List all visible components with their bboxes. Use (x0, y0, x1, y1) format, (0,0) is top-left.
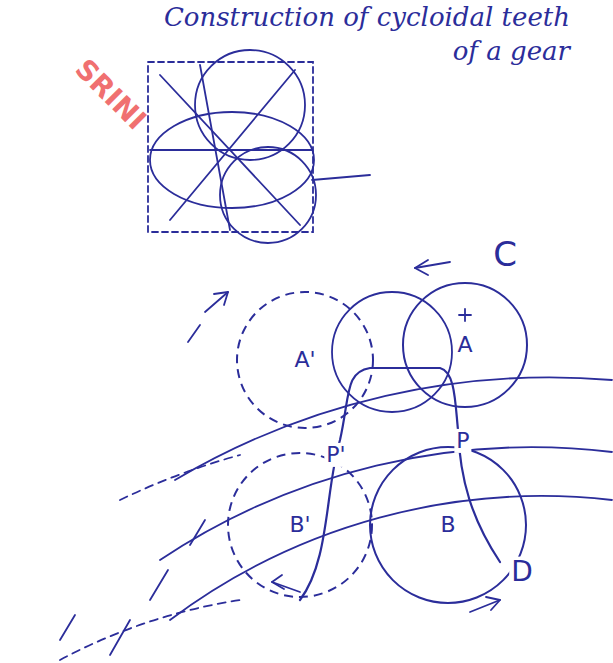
circle-line (237, 292, 373, 428)
pitch-circle: A (401, 281, 529, 409)
point-letter: A (455, 333, 474, 357)
watermark: SRINI (67, 52, 152, 137)
circle-line (228, 453, 372, 597)
point-label: P (454, 429, 471, 453)
pitch-circle: B' (226, 451, 374, 599)
pitch-circle: A' (235, 290, 375, 430)
pitch-circle: B (368, 445, 528, 605)
point-letter: B (438, 513, 457, 537)
circle-line (370, 447, 526, 603)
circle-line (403, 283, 527, 407)
point-label: P' (324, 443, 347, 467)
point-label: C (491, 236, 519, 273)
point-letter: A' (292, 348, 317, 372)
title: Construction of cycloidal teeth of a gea… (150, 0, 570, 68)
point-label: D (509, 557, 535, 588)
point-letter: B' (287, 513, 312, 537)
